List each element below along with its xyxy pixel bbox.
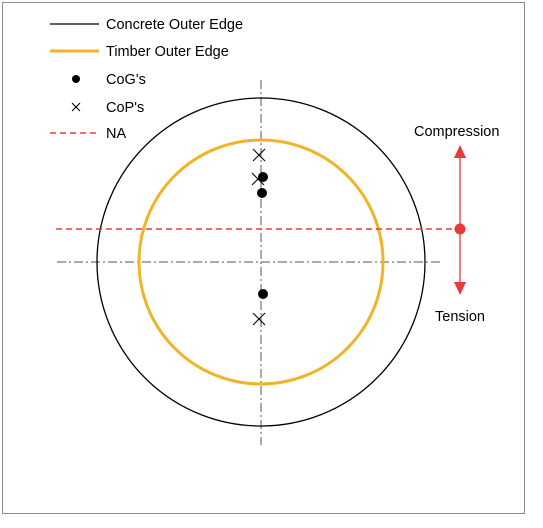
neutral-axis-point [454,223,466,235]
legend-cog-label: CoG's [106,72,146,88]
legend: Concrete Outer Edge Timber Outer Edge Co… [50,17,243,142]
legend-cop-label: CoP's [106,100,144,116]
compression-arrowhead [454,145,466,158]
timber-outer-edge [137,138,385,386]
cog-marker [257,188,267,198]
diagram-frame [2,2,525,514]
legend-cog-marker [72,75,80,83]
tension-arrowhead [454,282,466,295]
compression-label: Compression [414,124,499,140]
legend-na-label: NA [106,126,126,142]
legend-cop-marker [71,102,81,112]
cog-marker [258,172,268,182]
tension-label: Tension [435,309,485,325]
concrete-outer-edge [96,97,426,427]
stress-arrow [454,145,466,295]
cop-marker [252,148,266,162]
cop-marker [252,312,266,326]
cog-marker [258,289,268,299]
legend-timber-label: Timber Outer Edge [106,44,229,60]
legend-concrete-label: Concrete Outer Edge [106,17,243,33]
